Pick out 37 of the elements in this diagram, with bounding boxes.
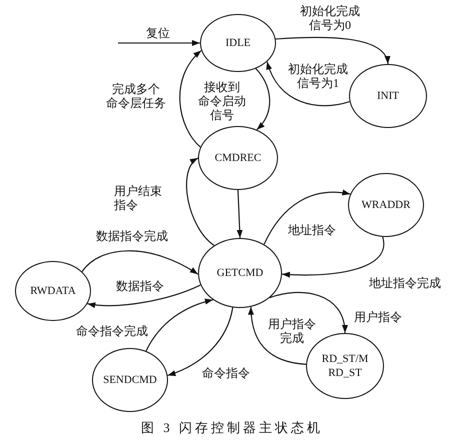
arrow: [264, 190, 350, 245]
edge-label: 接收到命令启动信号: [198, 80, 246, 122]
edge-label: 命令指令完成: [76, 324, 148, 338]
arrow: [236, 190, 243, 238]
arrow: [248, 306, 306, 365]
arrow: [186, 158, 214, 246]
state-circle: INIT: [349, 64, 427, 128]
arrow: [179, 50, 202, 148]
edge-label: 初始化完成信号为0: [300, 4, 360, 32]
edge-label: 命令指令: [202, 366, 250, 380]
arrow: [167, 307, 234, 376]
edge-label: 复位: [146, 26, 170, 40]
arrow: [255, 68, 270, 130]
edge-label: 初始化完成信号为1: [288, 62, 348, 90]
state-circle: SENDCMD: [92, 348, 168, 412]
arrow: [266, 61, 350, 106]
arrow: [270, 292, 348, 334]
arrow: [146, 298, 214, 352]
state-circle: IDLE: [200, 14, 276, 72]
state-circle: CMDREC: [198, 126, 278, 190]
edge-label: 地址指令: [288, 223, 336, 237]
edge-label: 数据指令: [116, 279, 164, 293]
state-circle: RWDATA: [15, 261, 91, 321]
arrow: [118, 40, 200, 46]
edge-label: 数据指令完成: [96, 229, 168, 243]
state-circle: WRADDR: [348, 173, 424, 237]
arrow: [82, 250, 198, 275]
state-circle: RD_ST/M RD_ST: [306, 333, 384, 399]
edge-label: 用户结束指令: [114, 184, 162, 212]
arrow: [276, 36, 389, 64]
arrow: [282, 236, 384, 278]
edge-label: 地址指令完成: [369, 276, 441, 290]
edge-label: 完成多个命令层任务: [106, 82, 166, 110]
edge-label: 用户指令: [354, 310, 402, 324]
arrow: [87, 284, 201, 308]
caption: 图 3 闪存控制器主状态机: [141, 420, 323, 436]
state-circle: GETCMD: [198, 238, 282, 308]
